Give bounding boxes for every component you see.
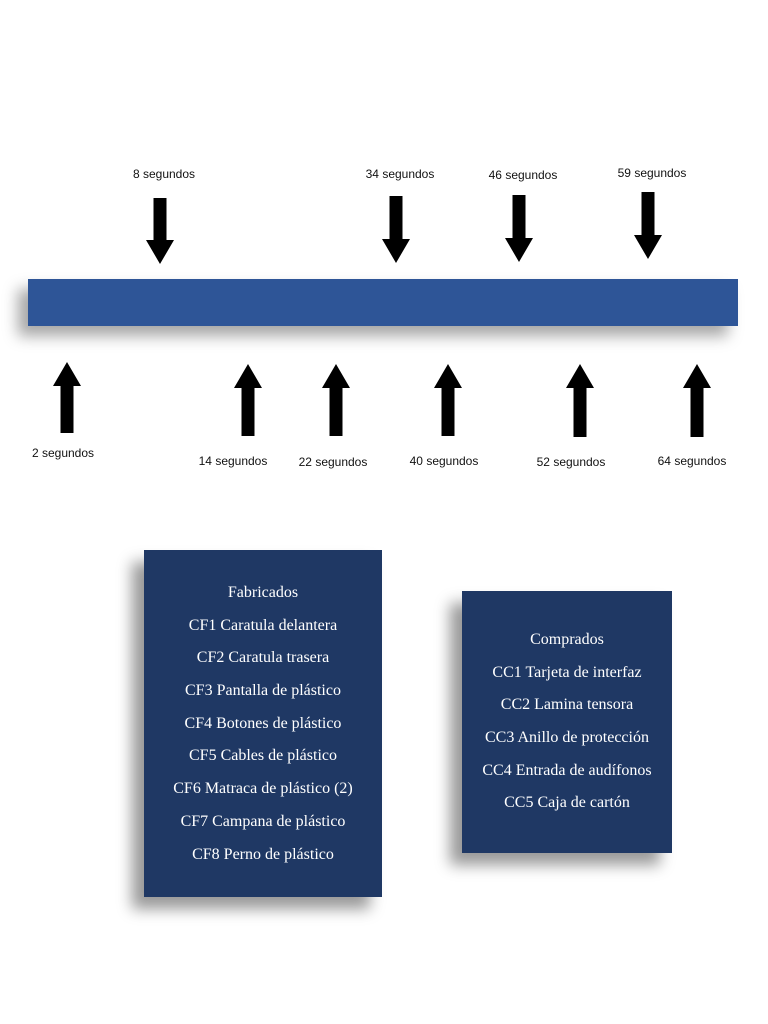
- comprados-item: CC5 Caja de cartón: [504, 794, 630, 812]
- down-arrow-icon: [634, 192, 662, 259]
- fabricados-item: CF4 Botones de plástico: [184, 714, 342, 732]
- time-label-top: 46 segundos: [488, 168, 558, 182]
- time-label-bottom: 40 segundos: [409, 454, 479, 468]
- fabricados-item: CF5 Cables de plástico: [189, 747, 337, 765]
- comprados-title: Comprados: [530, 631, 604, 648]
- comprados-item: CC3 Anillo de protección: [485, 729, 649, 747]
- down-arrow-icon: [505, 195, 533, 262]
- up-arrow-icon: [434, 364, 462, 436]
- fabricados-item: CF6 Matraca de plástico (2): [173, 780, 353, 798]
- comprados-box: Comprados CC1 Tarjeta de interfaz CC2 La…: [462, 591, 672, 853]
- fabricados-box: Fabricados CF1 Caratula delantera CF2 Ca…: [144, 550, 382, 897]
- time-label-bottom: 52 segundos: [536, 455, 606, 469]
- down-arrow-icon: [146, 198, 174, 264]
- time-label-top: 59 segundos: [617, 166, 687, 180]
- up-arrow-icon: [566, 364, 594, 437]
- down-arrow-icon: [382, 196, 410, 263]
- timeline-bar: [28, 279, 738, 326]
- time-label-bottom: 64 segundos: [657, 454, 727, 468]
- fabricados-item: CF8 Perno de plástico: [192, 845, 334, 863]
- comprados-item: CC4 Entrada de audífonos: [482, 761, 652, 779]
- time-label-top: 34 segundos: [365, 167, 435, 181]
- time-label-bottom: 14 segundos: [198, 454, 268, 468]
- fabricados-item: CF2 Caratula trasera: [196, 649, 330, 667]
- fabricados-title: Fabricados: [227, 584, 299, 601]
- fabricados-item: CF7 Campana de plástico: [180, 812, 346, 830]
- fabricados-item: CF1 Caratula delantera: [188, 616, 338, 634]
- up-arrow-icon: [234, 364, 262, 436]
- comprados-item: CC1 Tarjeta de interfaz: [492, 663, 642, 681]
- up-arrow-icon: [683, 364, 711, 437]
- up-arrow-icon: [322, 364, 350, 436]
- time-label-bottom: 2 segundos: [31, 446, 95, 460]
- fabricados-item: CF3 Pantalla de plástico: [185, 682, 341, 700]
- comprados-item: CC2 Lamina tensora: [500, 696, 634, 714]
- time-label-bottom: 22 segundos: [298, 455, 368, 469]
- up-arrow-icon: [53, 362, 81, 433]
- time-label-top: 8 segundos: [132, 167, 196, 181]
